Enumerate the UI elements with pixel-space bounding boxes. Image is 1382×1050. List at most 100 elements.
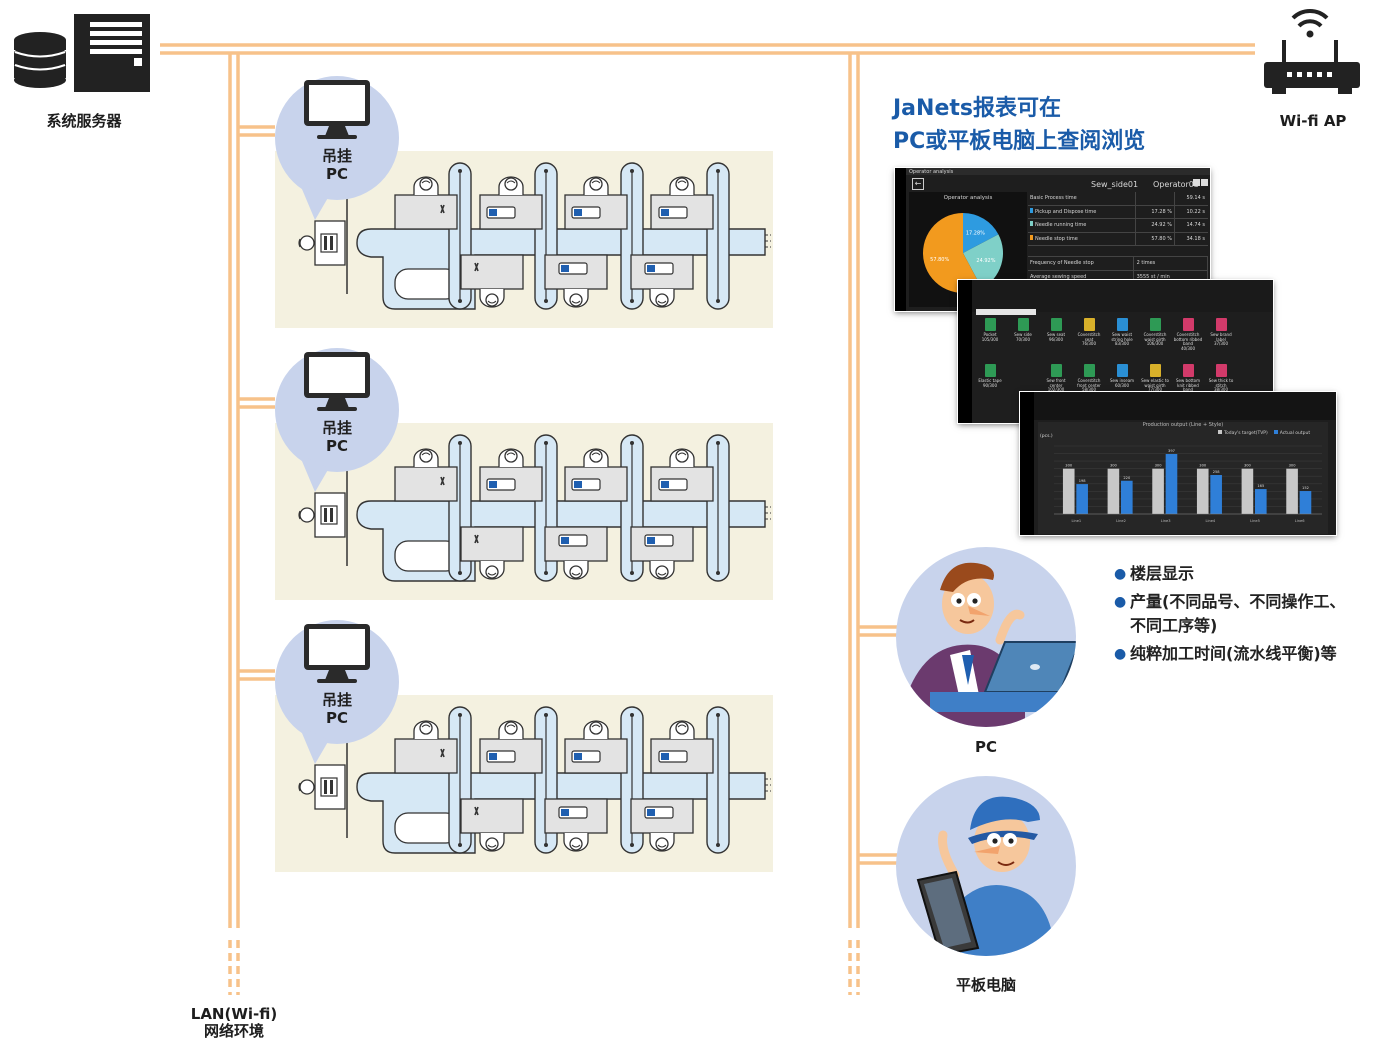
process-tile-name: Sew bottom knit ribbed band [1175,378,1200,393]
category-label: Line1 [1071,519,1081,523]
hanging-pc-label-line2: PC [325,165,348,183]
hanging-pc-label-line1: 吊挂 [321,147,352,165]
process-tile-name: Sew inseam [1109,378,1135,383]
process-tile-name: Sew side [1014,332,1032,337]
pie-slice [923,213,982,293]
process-tile-icon [1083,318,1095,331]
category-label: Line2 [1116,519,1126,523]
process-tile-icon [1116,318,1128,331]
process-tile-count: 76/300 [1081,341,1097,347]
back-arrow-icon[interactable]: ← [912,178,924,190]
filter-tabs[interactable] [976,309,1036,315]
process-tile-count: 77/300 [1147,387,1163,393]
line-name: Sew_side01 [1091,180,1139,189]
category-label: Line3 [1161,519,1171,523]
pie-slice-label: 57.80% [930,257,949,263]
bullet-icon: ● [1114,594,1127,610]
process-tile-count: 106/300 [1146,341,1164,347]
stats-value: 34.18 s [1186,235,1205,242]
process-tile-icon [1017,318,1029,331]
export-icon[interactable] [1201,179,1208,186]
feature-text: 产量(不同品号、不同操作工、不同工序等) [1130,592,1346,635]
bar-value-label: 258 [1213,470,1221,474]
network-label: LAN(Wi-fi) 网络环境 [174,1006,294,1040]
stats-percent: 57.80 % [1136,232,1175,246]
stats-name: Average sewing speed [1028,270,1134,284]
stats-percent [1136,192,1175,205]
process-tile-name: Pocket [983,332,997,337]
process-tile-icon [1182,364,1194,377]
report-heading-line2: PC或平板电脑上查阅浏览 [893,129,1146,154]
stats-value: 59.14 s [1186,195,1205,201]
process-tile-name: Sew waist string hole [1111,332,1133,342]
bar-value-label: 397 [1168,449,1175,453]
process-tile-icon [1083,364,1095,377]
pc-user-label: PC [974,738,997,756]
chart-legend: Today's target(TVP)Actual output [1218,430,1316,436]
pie-slice-label: 24.92% [976,258,995,264]
bar [1299,491,1312,514]
process-tile-icon [1050,364,1062,377]
pie-slice [963,213,999,253]
stats-name: Frequency of Needle stop [1028,257,1134,270]
process-tile-name: Sew thick to stitch [1208,378,1234,388]
process-tile-name: Coverstitch bottom ribbed band [1173,332,1203,347]
operator-name: Operator03 [1153,180,1199,189]
stats-percent: 24.92 % [1136,219,1175,232]
bar-chart: 300198Line1300220Line2300397Line3300258L… [1054,445,1322,523]
pie-title: Operator analysis [943,195,993,201]
tablet-user-label: 平板电脑 [955,976,1016,994]
chart-panel: Production output (Line + Style) (pcs.) … [1038,422,1328,534]
bar [1062,468,1075,514]
hanging-pc-label-3: 吊挂 PC [306,691,368,727]
bar [1255,489,1267,514]
legend-swatch [1218,430,1222,434]
process-tile-icon [1116,364,1128,377]
legend-entry: Actual output [1273,430,1311,436]
stats-name: Needle stop time [1028,232,1136,246]
stats-name: Pickup and Dispose time [1028,205,1136,219]
process-tile-count: 96/300 [1048,336,1064,342]
legend-label: Actual output [1279,431,1311,436]
feature-item: ●楼层显示 [1114,562,1350,586]
bar [1241,468,1254,514]
legend-swatch [1273,430,1278,434]
bar [1121,480,1133,514]
process-tile-name: Coverstitch waist girth [1143,332,1167,342]
stats-name: Needle running time [1028,219,1136,232]
stats-percent: 17.28 % [1136,205,1175,219]
bar-value-label: 220 [1123,476,1131,480]
network-label-line1: LAN(Wi-fi) [190,1005,278,1023]
bar-value-label: 300 [1289,464,1297,468]
camera-icon[interactable] [1193,179,1200,186]
hanging-pc-label-line1: 吊挂 [321,691,352,709]
process-tile-icon [984,318,996,331]
bar-value-label: 300 [1199,464,1207,468]
hanging-pc-label-line2: PC [325,709,348,727]
process-tile-icon [1215,318,1227,331]
process-tile-icon [1215,364,1227,377]
stats-percent: 2 times [1134,257,1208,270]
process-tile-count: 105/300 [981,336,999,342]
category-label: Line4 [1205,519,1215,523]
bar [1286,468,1298,514]
server-icon [14,14,150,92]
chart-title: Production output (Line + Style) [1142,422,1224,428]
